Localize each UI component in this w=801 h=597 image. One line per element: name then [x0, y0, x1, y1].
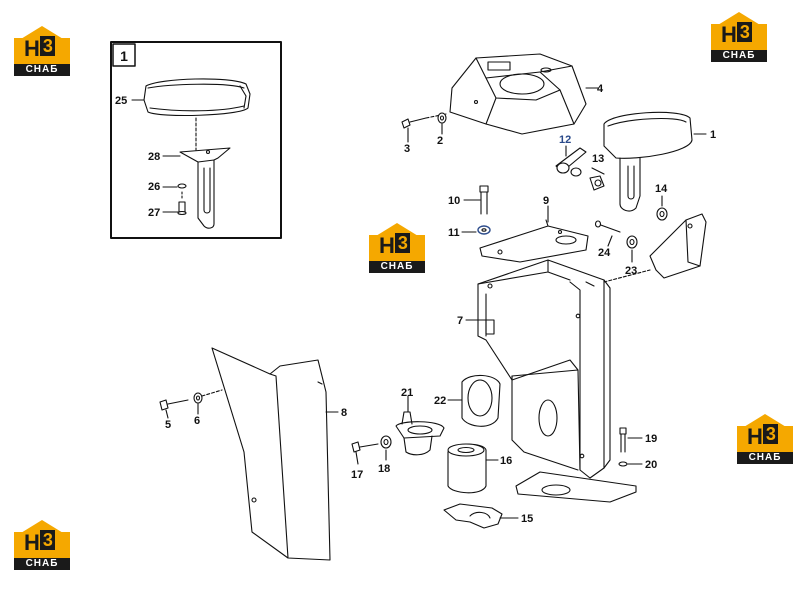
callout-7: 7	[457, 315, 463, 327]
inset-number: 1	[120, 48, 128, 64]
callout-11: 11	[448, 227, 460, 239]
armrest-pad	[143, 78, 251, 117]
logo-letter: H	[379, 233, 395, 258]
callout-8: 8	[341, 407, 347, 419]
logo-digit: 3	[394, 233, 410, 253]
logo-caption: СНАБ	[711, 50, 767, 62]
callout-22: 22	[434, 395, 446, 407]
callout-15: 15	[521, 513, 533, 525]
callout-12: 12	[559, 134, 571, 146]
washer-23	[626, 235, 638, 249]
lever-12	[555, 147, 587, 177]
callout-23: 23	[625, 265, 637, 277]
bolt-24	[594, 220, 621, 233]
callout-18: 18	[378, 463, 390, 475]
washer-2	[437, 112, 447, 124]
logo-caption: СНАБ	[14, 64, 70, 76]
logo-letter: H	[24, 36, 40, 61]
callout-16: 16	[500, 455, 512, 467]
nut-13	[589, 175, 605, 191]
washer-11	[477, 225, 491, 235]
callout-28: 28	[148, 151, 160, 163]
inset-detail: 1	[110, 41, 282, 239]
callout-3: 3	[404, 143, 410, 155]
top-cover	[449, 53, 587, 135]
inset-number-box	[112, 43, 136, 67]
bolt-10	[479, 185, 489, 215]
logo-letter: H	[721, 22, 737, 47]
callout-27: 27	[148, 207, 160, 219]
steering-column-housing	[477, 259, 637, 503]
callout-25: 25	[115, 95, 127, 107]
callout-24: 24	[598, 247, 611, 259]
logo-digit: 3	[39, 36, 55, 56]
logo-letter: H	[24, 530, 40, 555]
armrest-bracket	[179, 147, 231, 229]
callout-26: 26	[148, 181, 160, 193]
bolt-19	[619, 427, 627, 453]
screw-3	[401, 117, 427, 129]
logo-letter: H	[747, 424, 763, 449]
callout-17: 17	[351, 469, 363, 481]
callout-14: 14	[655, 183, 668, 195]
column-shroud	[211, 347, 331, 561]
armrest-assembly	[603, 111, 693, 212]
callout-5: 5	[165, 419, 171, 431]
logo-digit: 3	[736, 22, 752, 42]
callout-10: 10	[448, 195, 460, 207]
washer-18	[380, 435, 392, 449]
callout-13: 13	[592, 153, 604, 165]
clamp-21	[395, 411, 445, 456]
side-bracket	[649, 213, 707, 279]
washer-14	[656, 207, 668, 221]
callout-2: 2	[437, 135, 443, 147]
callout-4: 4	[597, 83, 604, 95]
callouts: 1 2 3 4 5 6 7 8 9 10 11 12 13 14 15 16 1…	[115, 83, 716, 525]
callout-20: 20	[645, 459, 657, 471]
callout-6: 6	[194, 415, 200, 427]
mounting-plate	[479, 219, 589, 263]
logo-caption: СНАБ	[737, 452, 793, 464]
callout-21: 21	[401, 387, 413, 399]
bushing-16	[447, 443, 487, 494]
grommet-22	[461, 374, 501, 427]
logo-digit: 3	[39, 530, 55, 550]
callout-1: 1	[710, 129, 716, 141]
bolt-17	[351, 441, 379, 453]
bolt-27	[177, 191, 187, 216]
washer-20	[618, 461, 628, 467]
logo-digit: 3	[762, 424, 778, 444]
bolt-5	[159, 399, 189, 411]
callout-9: 9	[543, 195, 549, 207]
logo-caption: СНАБ	[14, 558, 70, 570]
callout-19: 19	[645, 433, 657, 445]
washer-6	[193, 392, 203, 404]
logo-caption: СНАБ	[369, 261, 425, 273]
washer-26	[177, 183, 187, 189]
spacer-15	[443, 503, 503, 529]
